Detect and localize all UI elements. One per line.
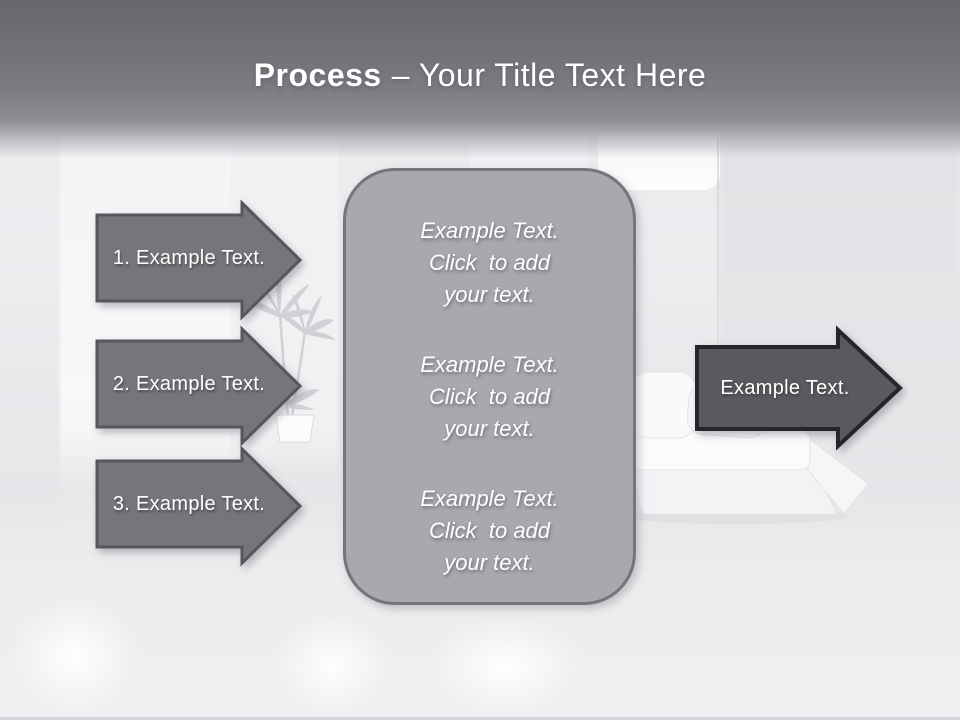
output-arrow[interactable]: Example Text. (695, 325, 903, 451)
output-arrow-label: Example Text. (720, 376, 850, 399)
process-arrow-3-label: 3. Example Text. (112, 492, 266, 515)
process-arrow-3[interactable]: 3. Example Text. (95, 445, 303, 567)
process-arrow-2-label: 2. Example Text. (112, 372, 266, 395)
process-arrow-1[interactable]: 1. Example Text. (95, 199, 303, 321)
placeholder-text-block[interactable]: Example Text. Click to add your text. (420, 352, 559, 441)
title-bar: Process– Your Title Text Here (0, 0, 960, 158)
wall-seam-line (717, 138, 719, 378)
arrow-right-shape (95, 325, 303, 447)
arrow-right-shape (95, 199, 303, 321)
center-text-panel[interactable]: Example Text. Click to add your text. Ex… (343, 168, 636, 605)
slide-title[interactable]: Process– Your Title Text Here (254, 57, 707, 102)
placeholder-text-block[interactable]: Example Text. Click to add your text. (420, 486, 559, 575)
process-arrow-2[interactable]: 2. Example Text. (95, 325, 303, 447)
floor-reflection (428, 618, 583, 716)
process-arrow-1-label: 1. Example Text. (112, 246, 266, 269)
slide-title-bold: Process (253, 56, 382, 93)
floor-reflection (275, 615, 390, 715)
arrow-right-shape (695, 325, 903, 451)
arrow-right-shape (95, 445, 303, 567)
placeholder-text-block[interactable]: Example Text. Click to add your text. (420, 218, 559, 307)
floor-reflection (10, 598, 140, 716)
slide-bottom-edge (0, 717, 960, 720)
slide-title-regular: – Your Title Text Here (391, 56, 707, 93)
